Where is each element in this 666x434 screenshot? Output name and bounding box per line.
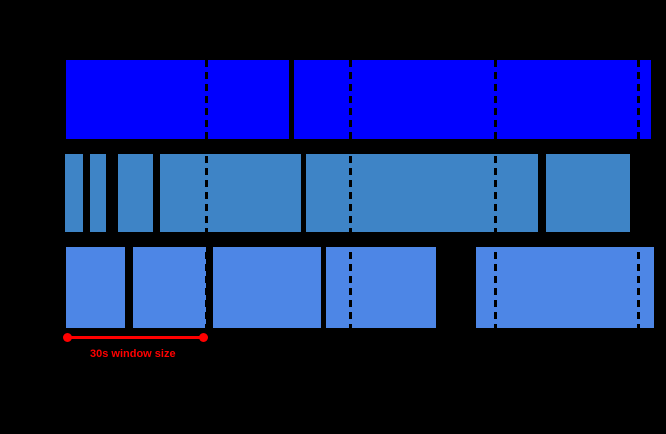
segment-bar-row-1	[66, 60, 289, 139]
segment-bar-row-2	[118, 154, 153, 232]
segment-bar-row-3	[476, 247, 654, 328]
segment-bar-row-2	[65, 154, 83, 232]
segment-bar-row-2	[306, 154, 538, 232]
window-size-label: 30s window size	[90, 348, 176, 360]
window-size-arrow	[65, 336, 206, 339]
segment-bar-row-2	[160, 154, 301, 232]
window-boundary-dashed-line	[494, 60, 497, 328]
segment-bar-row-3	[326, 247, 436, 328]
window-boundary-dashed-line	[205, 60, 208, 328]
window-boundary-dashed-line	[349, 60, 352, 328]
arrow-right-endpoint-dot	[199, 333, 208, 342]
segment-bar-row-3	[66, 247, 125, 328]
segment-bar-row-3	[213, 247, 321, 328]
window-boundary-dashed-line	[637, 60, 640, 328]
segment-bar-row-1	[294, 60, 651, 139]
segment-bar-row-2	[90, 154, 106, 232]
arrow-left-endpoint-dot	[63, 333, 72, 342]
segment-bar-row-2	[546, 154, 630, 232]
segment-bar-row-3	[133, 247, 206, 328]
